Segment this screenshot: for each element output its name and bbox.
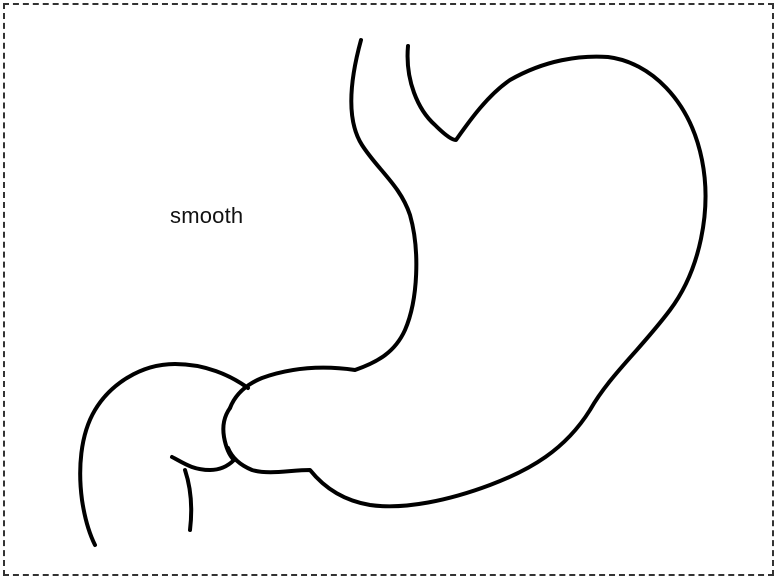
duodenum-upper-outline	[80, 364, 248, 545]
lesser-curvature-outline	[230, 40, 416, 408]
pylorus-outline	[223, 408, 234, 460]
greater-curvature-outline	[228, 46, 705, 506]
smooth-label: smooth	[170, 203, 243, 229]
duodenum-lower-outline	[172, 457, 234, 470]
duodenum-descending-outline	[185, 470, 191, 530]
